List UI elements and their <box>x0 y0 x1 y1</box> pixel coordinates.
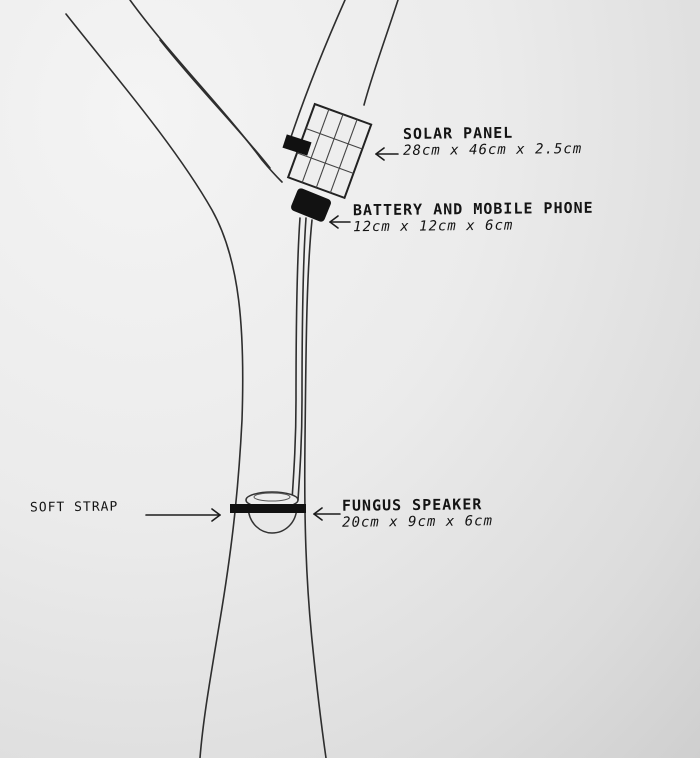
battery-label: BATTERY AND MOBILE PHONE 12cm x 12cm x 6… <box>353 199 594 236</box>
battery-dims: 12cm x 12cm x 6cm <box>353 217 594 236</box>
fungus-speaker-label: FUNGUS SPEAKER 20cm x 9cm x 6cm <box>342 495 493 531</box>
soft-strap-label: SOFT STRAP <box>30 500 118 516</box>
left-branch-edge-b <box>160 40 270 168</box>
trunk-right-edge <box>305 220 326 758</box>
fungus-speaker-title: FUNGUS SPEAKER <box>342 495 493 515</box>
cable-outer <box>292 218 300 500</box>
solar-panel-arrow <box>376 148 398 160</box>
soft-strap-title: SOFT STRAP <box>30 500 118 516</box>
soft-strap-arrow <box>146 509 220 521</box>
trunk-left-edge <box>66 14 243 758</box>
battery-title: BATTERY AND MOBILE PHONE <box>353 199 594 220</box>
battery-box <box>290 187 332 223</box>
solar-panel-title: SOLAR PANEL <box>403 123 582 143</box>
fungus-speaker-arrow <box>314 508 340 520</box>
solar-panel-label: SOLAR PANEL 28cm x 46cm x 2.5cm <box>403 123 583 159</box>
fungus-speaker-dims: 20cm x 9cm x 6cm <box>342 513 493 531</box>
battery-arrow <box>330 216 350 228</box>
right-branch-edge-inner <box>364 0 398 105</box>
solar-panel-dims: 28cm x 46cm x 2.5cm <box>403 141 582 159</box>
soft-strap-band <box>230 504 306 513</box>
